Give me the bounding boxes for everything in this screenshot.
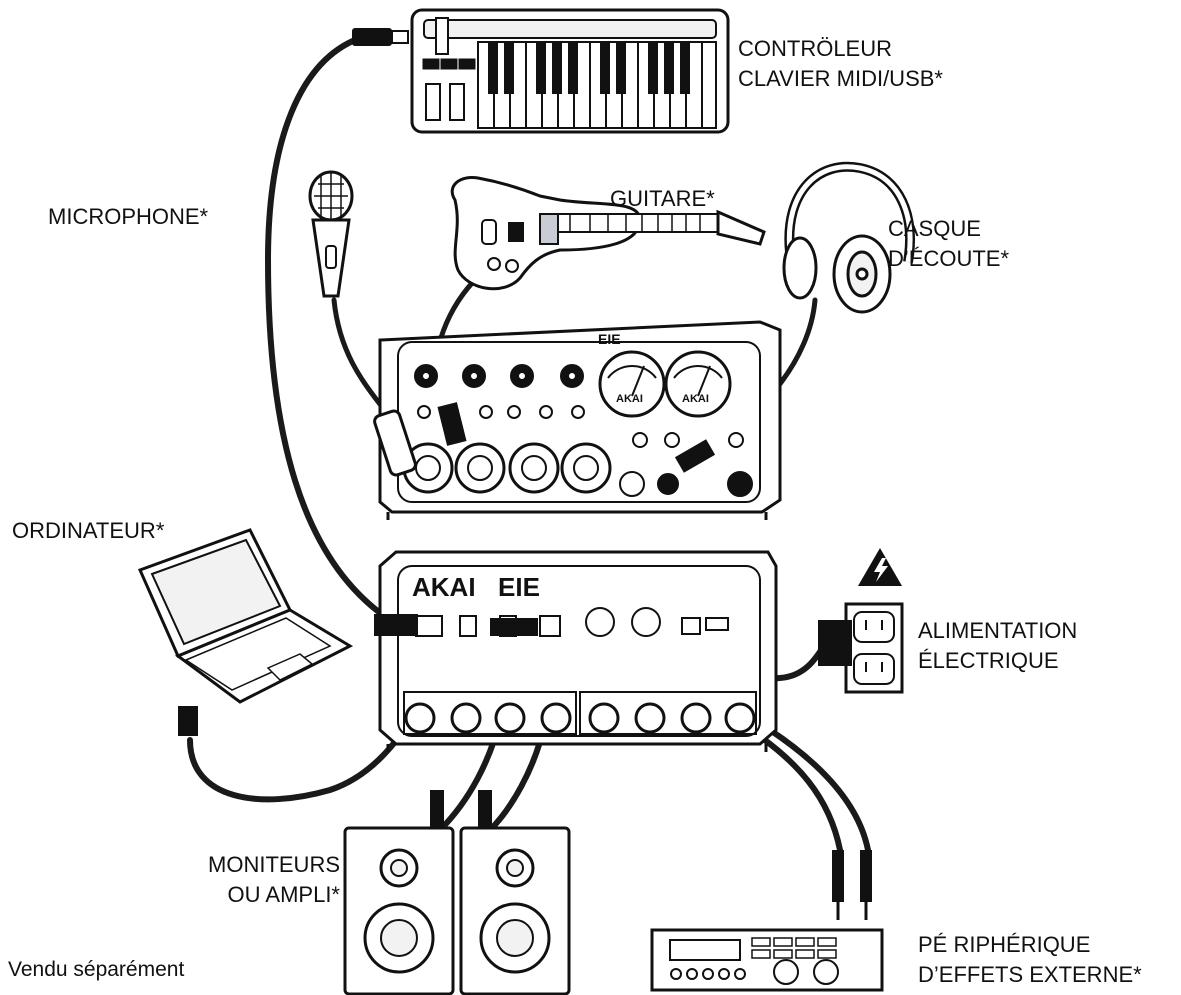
rear-panel-brand: AKAI bbox=[412, 572, 476, 602]
label-microphone: MICROPHONE* bbox=[48, 202, 208, 232]
headphones bbox=[782, 161, 915, 314]
lightning-icon bbox=[874, 558, 888, 582]
rear-panel-unit bbox=[374, 550, 778, 752]
label-midi-keyboard-line1: CONTRÖLEUR bbox=[738, 36, 893, 61]
label-headphones-line2: D’ÉCOUTE* bbox=[888, 246, 1010, 271]
label-monitors-line2: OU AMPLI* bbox=[227, 882, 340, 907]
warning-triangle-icon bbox=[858, 548, 902, 586]
midi-keyboard bbox=[352, 8, 730, 134]
label-power: ALIMENTATION ÉLECTRIQUE bbox=[918, 616, 1077, 676]
guitar-frets bbox=[569, 214, 701, 232]
keyboard-black-keys bbox=[488, 42, 690, 94]
vu-meters bbox=[598, 350, 732, 418]
front-panel-brand: EIE bbox=[598, 331, 621, 347]
footnote-sold-separately: Vendu séparément bbox=[8, 958, 185, 981]
rear-panel-model: EIE bbox=[498, 572, 540, 602]
label-effects-line1: PÉ RIPHÉRIQUE bbox=[918, 932, 1091, 957]
effects-rack bbox=[650, 850, 884, 992]
label-computer: ORDINATEUR* bbox=[12, 516, 164, 546]
front-panel-unit bbox=[373, 320, 782, 520]
laptop bbox=[137, 528, 354, 736]
power-outlet bbox=[818, 602, 904, 694]
microphone bbox=[308, 170, 354, 298]
label-midi-keyboard: CONTRÖLEUR CLAVIER MIDI/USB* bbox=[738, 34, 943, 94]
label-microphone-text: MICROPHONE* bbox=[48, 204, 209, 229]
gain-knobs bbox=[414, 364, 584, 388]
label-guitar: GUITARE* bbox=[610, 184, 715, 214]
usb-cable-keyboard bbox=[264, 35, 393, 623]
output-knobs bbox=[619, 432, 753, 497]
label-midi-keyboard-line2: CLAVIER MIDI/USB* bbox=[738, 66, 943, 91]
label-power-line2: ÉLECTRIQUE bbox=[918, 648, 1059, 673]
studio-monitors bbox=[343, 790, 571, 995]
meter-brand-right: AKAI bbox=[682, 393, 709, 405]
meter-brand-left: AKAI bbox=[616, 393, 643, 405]
label-guitar-text: GUITARE* bbox=[610, 186, 715, 211]
label-effects: PÉ RIPHÉRIQUE D’EFFETS EXTERNE* bbox=[918, 930, 1142, 990]
label-effects-line2: D’EFFETS EXTERNE* bbox=[918, 962, 1142, 987]
label-computer-text: ORDINATEUR* bbox=[12, 518, 165, 543]
label-monitors: MONITEURS OU AMPLI* bbox=[180, 850, 340, 910]
label-monitors-line1: MONITEURS bbox=[208, 852, 340, 877]
label-power-line1: ALIMENTATION bbox=[918, 618, 1078, 643]
guitar bbox=[450, 176, 766, 291]
effects-cable-b bbox=[767, 727, 871, 853]
output-jacks bbox=[403, 691, 757, 735]
label-headphones-line1: CASQUE bbox=[888, 216, 981, 241]
label-headphones: CASQUE D’ÉCOUTE* bbox=[888, 214, 1009, 274]
